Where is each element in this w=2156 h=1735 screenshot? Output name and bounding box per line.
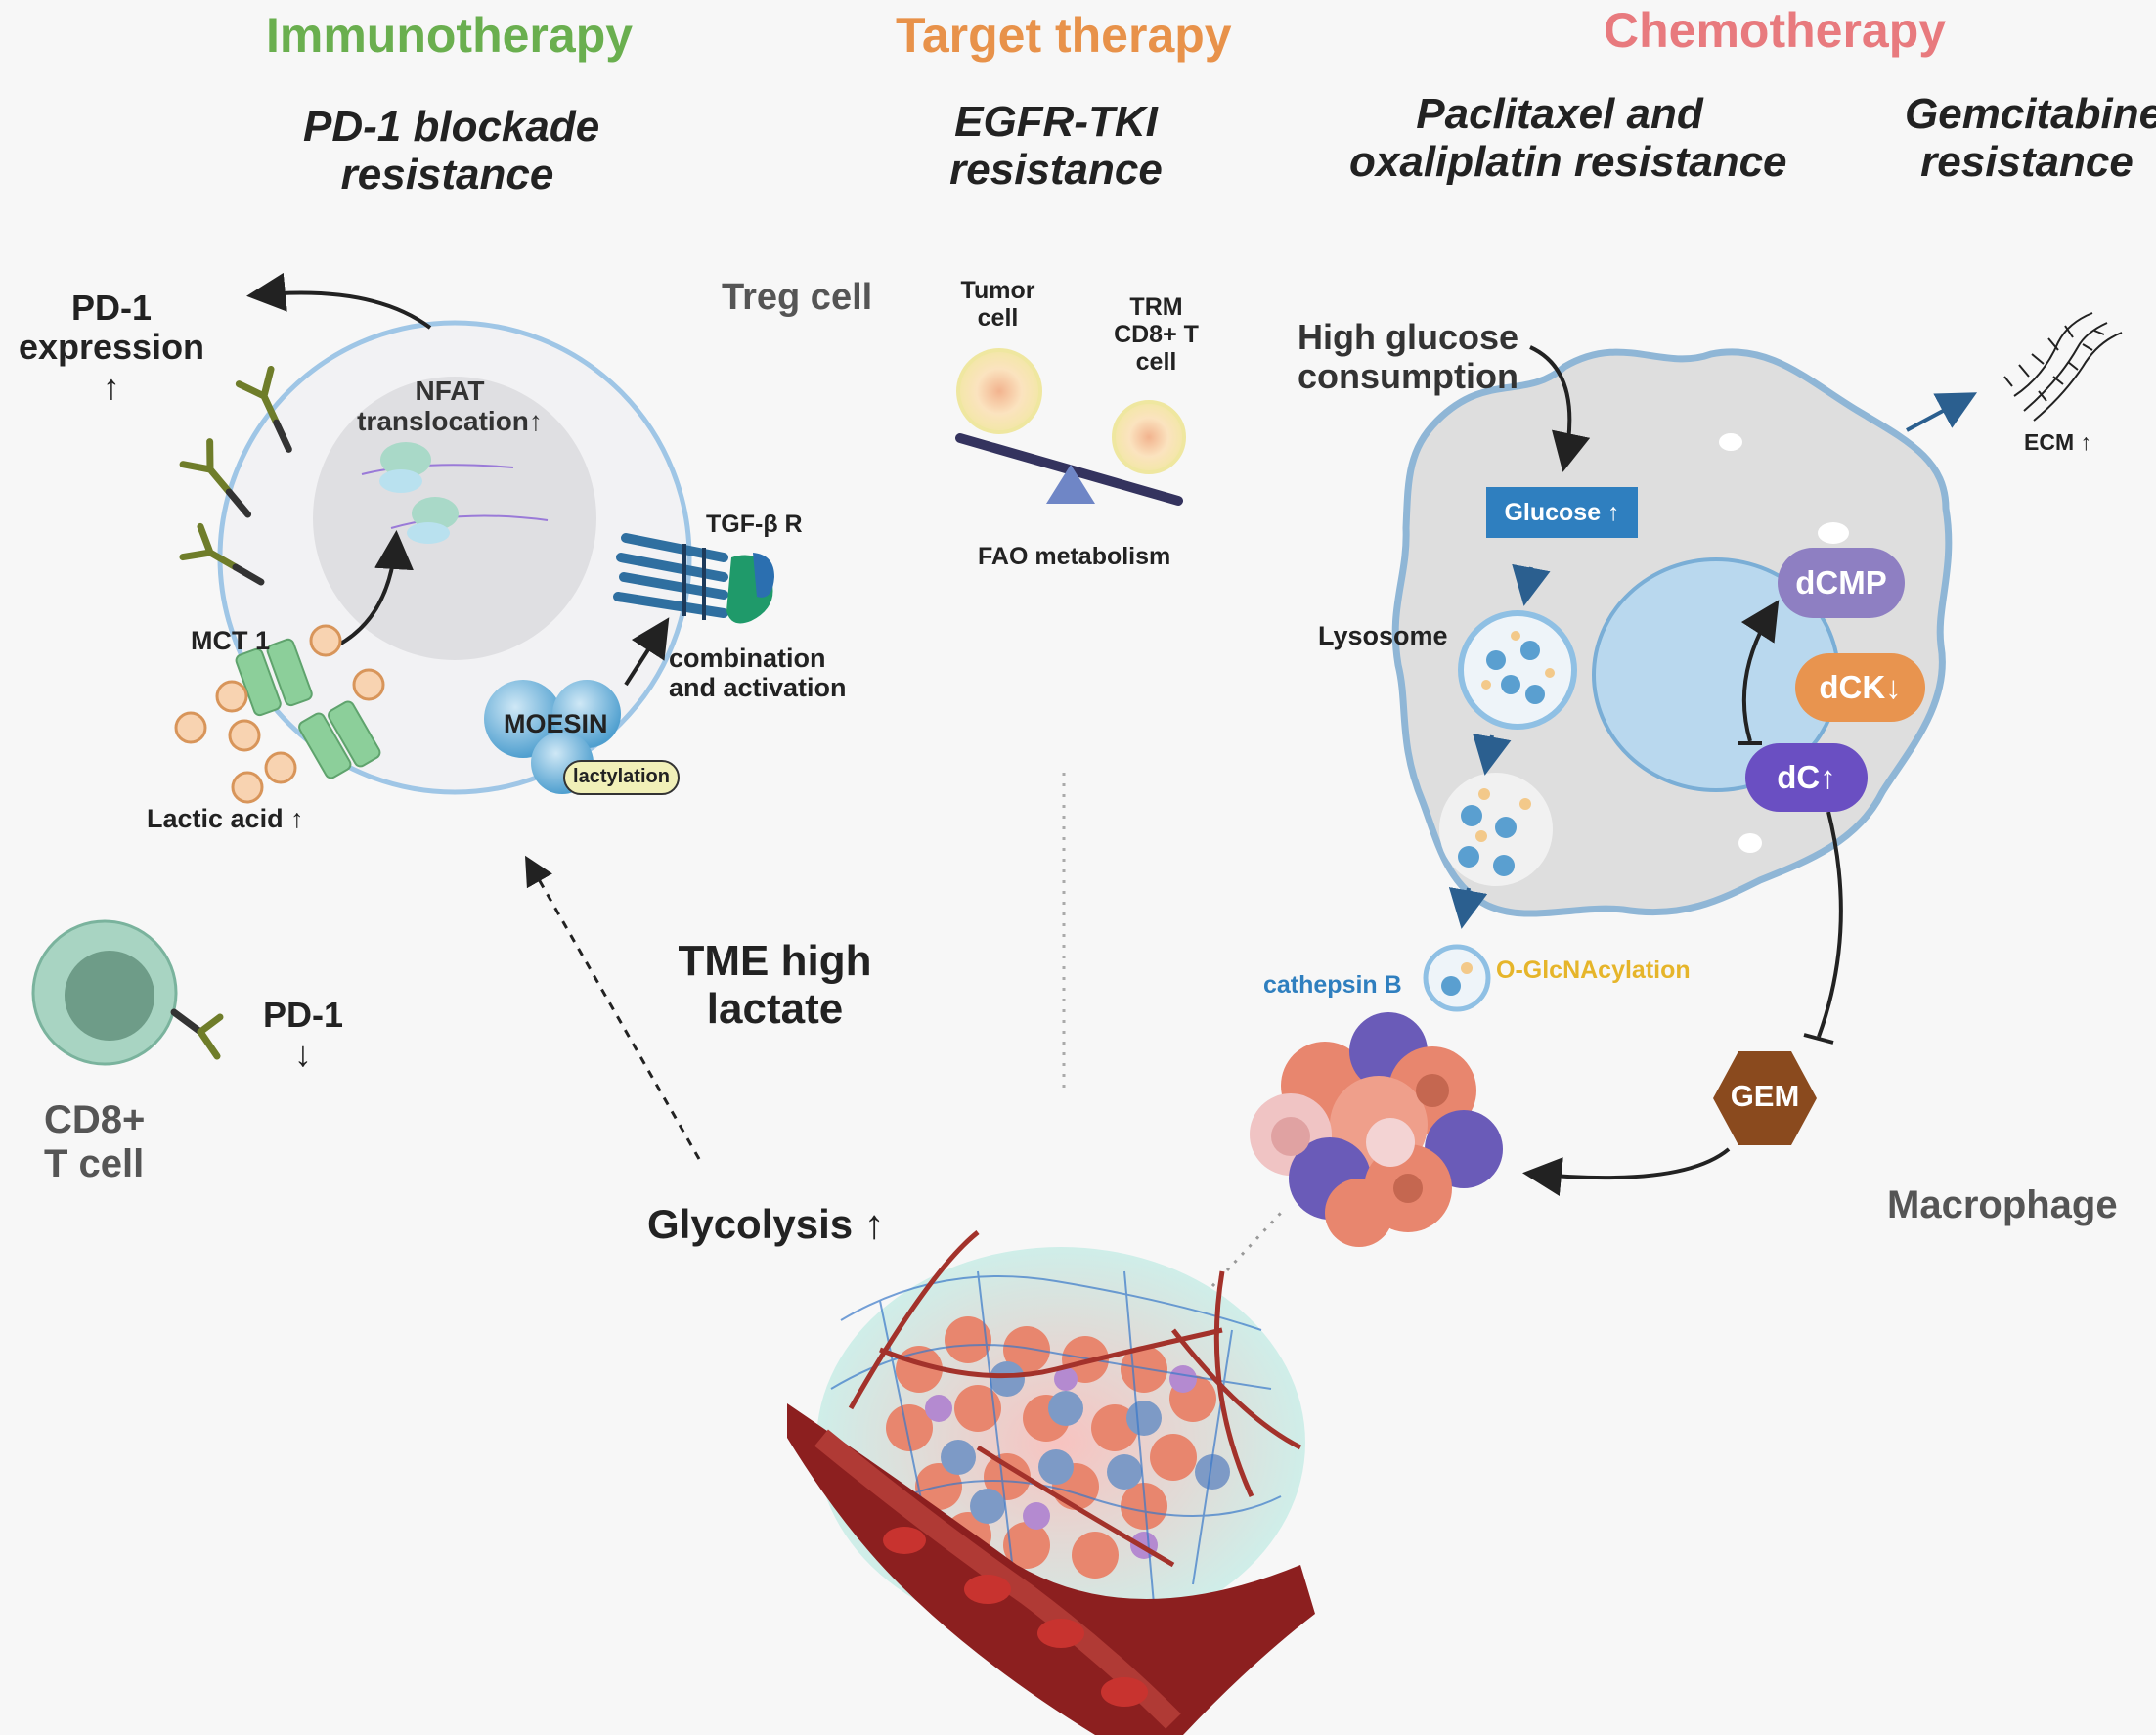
pd1-expression-line1: PD-1 xyxy=(70,288,153,328)
immunotherapy-header: Immunotherapy xyxy=(266,8,634,63)
pd1-expression-label: PD-1 expression ↑ xyxy=(14,288,209,407)
tgfb-r-label: TGF-β R xyxy=(706,511,803,538)
trm-line2: CD8+ T xyxy=(1114,321,1199,348)
glucose-uptake-arrow xyxy=(1529,345,1591,472)
gem-subtitle-line1: Gemcitabine xyxy=(1905,90,2156,138)
lactylation-label: lactylation xyxy=(573,766,670,787)
tme-line2: lactate xyxy=(706,985,844,1034)
trm-cd8-cell-icon xyxy=(1112,400,1186,474)
gemcitabine-subtitle: Gemcitabine resistance xyxy=(1905,90,2156,187)
dc-inhibits-gem xyxy=(1817,811,1843,1038)
pd1-expression-line2: expression xyxy=(18,327,205,368)
nfat-protein-icon xyxy=(361,442,549,544)
nfat-line2: translocation↑ xyxy=(357,406,543,437)
tme-line1: TME high xyxy=(678,937,872,985)
cd8-t-cell xyxy=(31,919,224,1066)
tumor-cell-icon xyxy=(956,348,1042,434)
seesaw-balance xyxy=(955,348,1186,506)
tgfb-receptor-icon xyxy=(613,533,774,624)
pd1-subtitle-line1: PD-1 blockade xyxy=(303,103,600,151)
gem-label: GEM xyxy=(1730,1079,1800,1113)
pd1-blockade-subtitle: PD-1 blockade resistance xyxy=(303,103,600,200)
dc-to-dcmp-arrow xyxy=(1740,600,1780,742)
high-glucose-line2: consumption xyxy=(1298,356,1518,397)
lysosome-icon xyxy=(1458,610,1577,730)
paclitaxel-subtitle-line1: Paclitaxel and xyxy=(1416,90,1703,138)
pd1-receptor-icons xyxy=(179,365,292,586)
gem-hexagon xyxy=(1713,1051,1817,1145)
tumor-cell-label: Tumor cell xyxy=(946,277,1049,332)
moesin-to-tgfbr-arrow xyxy=(624,617,670,687)
chemotherapy-header: Chemotherapy xyxy=(1604,3,1947,58)
nfat-to-pd1-arrow xyxy=(246,272,432,330)
tme-high-lactate-label: TME high lactate xyxy=(665,937,885,1034)
nfat-line1: NFAT xyxy=(415,376,485,406)
nfat-translocation-label: NFAT translocation↑ xyxy=(337,376,562,437)
secreted-vesicles xyxy=(1439,773,1553,886)
cathepsin-b-label: cathepsin B xyxy=(1263,971,1402,999)
pd1-down-label: PD-1 ↓ xyxy=(249,995,357,1075)
high-glucose-line1: High glucose xyxy=(1298,317,1519,357)
target-therapy-header: Target therapy xyxy=(896,8,1232,63)
lactic-acid-molecules xyxy=(174,624,385,804)
pd1-expression-arrow: ↑ xyxy=(103,366,120,407)
combination-line2: and activation xyxy=(669,673,847,703)
ecm-label: ECM ↑ xyxy=(2024,429,2091,455)
tumor-tissue-illustration xyxy=(787,1230,1315,1735)
lactate-to-nfat-arrow xyxy=(336,530,414,647)
trm-line3: cell xyxy=(1135,348,1177,376)
dck-pill: dCK↓ xyxy=(1795,653,1925,722)
paclitaxel-subtitle-line2: oxaliplatin resistance xyxy=(1349,138,1787,187)
gem-to-tumor-arrow xyxy=(1522,1147,1731,1196)
glucose-box: Glucose ↑ xyxy=(1486,487,1638,538)
glycolysis-to-treg-arrow xyxy=(525,855,701,1160)
high-glucose-label: High glucose consumption xyxy=(1298,317,1519,397)
combination-activation-label: combination and activation xyxy=(669,644,847,702)
egfr-subtitle-line1: EGFR-TKI xyxy=(954,98,1158,146)
ecm-arrow xyxy=(1906,392,1978,432)
fao-metabolism-label: FAO metabolism xyxy=(978,543,1171,570)
lactylation-badge xyxy=(563,760,680,795)
macrophage-label: Macrophage xyxy=(1887,1183,2118,1226)
trm-cd8-label: TRM CD8+ T cell xyxy=(1100,293,1212,376)
dcmp-pill: dCMP xyxy=(1778,548,1905,618)
cd8-t-cell-label: CD8+ T cell xyxy=(44,1098,145,1186)
tumor-cell-line2: cell xyxy=(977,304,1019,332)
o-glcnacylation-label: O-GlcNAcylation xyxy=(1496,956,1691,984)
gem-subtitle-line2: resistance xyxy=(1920,138,2134,187)
egfr-subtitle-line2: resistance xyxy=(949,146,1163,195)
combination-line1: combination xyxy=(669,644,826,673)
cd8-line1: CD8+ xyxy=(44,1098,146,1141)
tumor-cell-line1: Tumor xyxy=(960,277,1035,304)
ecm-fiber-icon xyxy=(2003,312,2123,422)
dc-pill: dC↑ xyxy=(1745,743,1868,812)
egfr-tki-subtitle: EGFR-TKI resistance xyxy=(939,98,1173,195)
seesaw-fulcrum xyxy=(1046,465,1095,504)
cd8-line2: T cell xyxy=(44,1141,145,1185)
blood-vessel xyxy=(787,1403,1315,1735)
pd1-down-line2: ↓ xyxy=(294,1034,312,1075)
treg-cell-label: Treg cell xyxy=(722,277,873,318)
trm-line1: TRM xyxy=(1129,293,1183,321)
pd1-down-line1: PD-1 xyxy=(262,995,344,1035)
lactic-acid-label: Lactic acid ↑ xyxy=(147,804,304,833)
mct1-transporter-icon xyxy=(235,638,381,779)
glycolysis-label: Glycolysis ↑ xyxy=(647,1201,885,1247)
lysosome-label: Lysosome xyxy=(1318,621,1448,650)
tumor-cell-cluster xyxy=(1250,1012,1503,1247)
mct1-label: MCT 1 xyxy=(191,626,270,655)
cathepsin-vesicle-icon xyxy=(1423,944,1491,1012)
pd1-subtitle-line2: resistance xyxy=(340,151,554,200)
moesin-label: MOESIN xyxy=(504,709,608,738)
paclitaxel-subtitle: Paclitaxel and oxaliplatin resistance xyxy=(1349,90,1787,187)
